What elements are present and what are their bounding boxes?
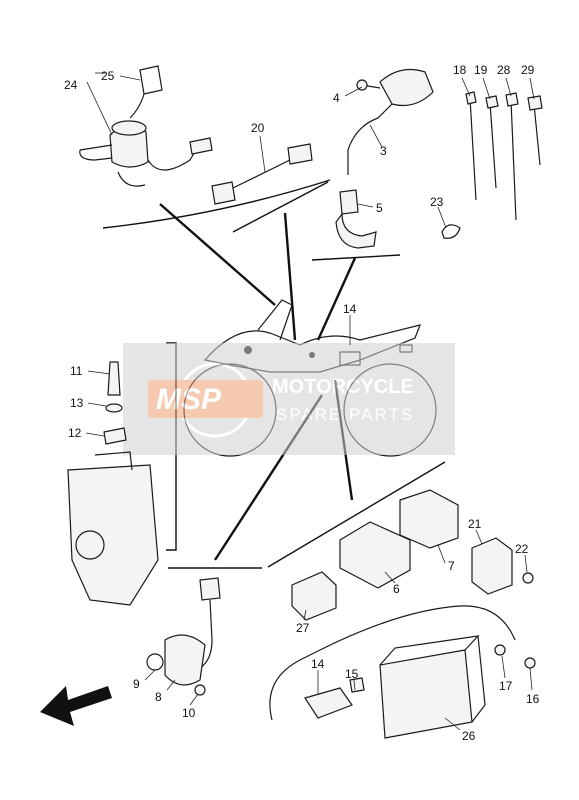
throttle-position-sensor [146,577,221,696]
battery-assembly [269,605,536,739]
part-label: 12 [68,426,82,440]
part-label: 29 [521,63,535,77]
watermark: MSP MOTORCYCLE SPARE PARTS [123,343,455,455]
part-label: 19 [474,63,488,77]
part-label: 17 [499,679,513,693]
part-label: 23 [430,195,444,209]
part-label: 10 [182,706,196,720]
part-label: 9 [133,677,140,691]
cable-ties [465,91,543,221]
part-label: 28 [497,63,511,77]
part-label: 16 [526,692,540,706]
label-leaders [85,72,535,731]
part-label: 27 [296,621,310,635]
part-label: 21 [468,517,482,531]
watermark-line1: MOTORCYCLE [272,376,414,398]
part-label: 7 [448,559,455,573]
part-label: 8 [155,690,162,704]
part-label: 15 [345,667,359,681]
spark-plug-cap [335,189,377,249]
part-label: 24 [64,78,78,92]
part-label: 26 [462,729,476,743]
arrow-left-icon [40,686,112,726]
part-label: 25 [101,69,115,83]
part-label: 20 [251,121,265,135]
part-label: 13 [70,396,84,410]
part-label: 14 [311,657,325,671]
electrical-components [291,489,534,621]
main-switch-assembly [79,65,213,187]
sub-wire-harness [211,143,313,205]
part-label: 22 [515,542,529,556]
ignition-coil [347,69,434,175]
part-label: 11 [70,364,83,378]
wire-clamp [441,224,461,239]
part-label: 3 [380,144,387,158]
part-label: 6 [393,582,400,596]
watermark-logo: MSP [156,383,222,416]
part-label: 18 [453,63,467,77]
part-label: 5 [376,201,383,215]
part-label: 14 [343,302,357,316]
part-label: 4 [333,91,340,105]
part-labels: 24 25 20 4 3 5 18 19 28 29 23 14 11 13 1… [64,63,540,743]
carburetor-assembly [67,361,159,606]
watermark-line2: SPARE PARTS [276,405,414,424]
